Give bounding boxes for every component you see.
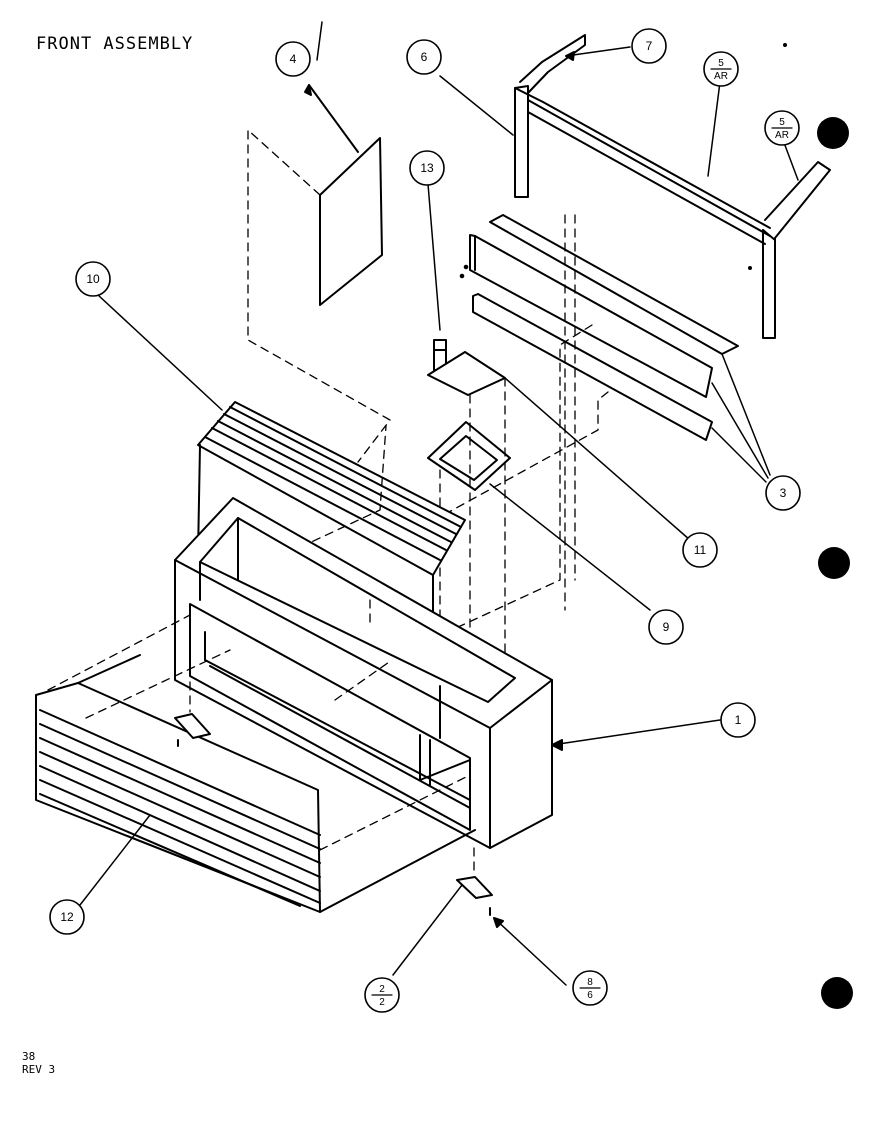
callout-1: 1 — [735, 713, 742, 727]
callout-5-bottom: AR — [714, 71, 728, 82]
callout-10: 10 — [86, 272, 100, 286]
registration-dot — [817, 117, 849, 149]
callout-7: 7 — [646, 39, 653, 53]
callout-fraction-bars — [371, 68, 793, 996]
callout-3: 3 — [780, 486, 787, 500]
trim-strips-part-3 — [459, 214, 771, 483]
diagram-title: FRONT ASSEMBLY — [36, 34, 194, 54]
callout-13: 13 — [420, 161, 434, 175]
callout-labels: 4 6 7 5 AR 5 AR 13 10 3 11 9 1 12 2 2 8 … — [60, 39, 789, 1008]
callout-9: 9 — [663, 620, 670, 634]
registration-dot — [821, 977, 853, 1009]
registration-marks — [817, 117, 853, 1009]
callout-5-top: 5 — [718, 58, 724, 69]
bracket-and-cover-parts-9-11-13 — [379, 183, 691, 701]
callout-2-top: 2 — [379, 984, 385, 995]
callout-12: 12 — [60, 910, 74, 924]
callout-11: 11 — [694, 543, 707, 557]
upper-frame-parts-5-6-7 — [439, 34, 831, 339]
callout-circles — [49, 28, 801, 1013]
mounting-clips-parts-2-8 — [174, 639, 567, 986]
footer-page-number: 38 — [22, 1050, 36, 1063]
front-grille-part-12 — [35, 614, 476, 913]
callout-5b-bottom: AR — [775, 130, 789, 141]
callout-8-bottom: 6 — [587, 990, 593, 1001]
side-panel-part-4 — [247, 21, 391, 463]
cabinet-part-1 — [174, 497, 721, 849]
registration-dot — [818, 547, 850, 579]
footer-revision: REV 3 — [22, 1063, 56, 1076]
top-grille-part-10 — [97, 294, 466, 613]
callout-6: 6 — [421, 50, 428, 64]
callout-8-top: 8 — [587, 977, 593, 988]
callout-4: 4 — [290, 52, 297, 66]
callout-2-bottom: 2 — [379, 997, 385, 1008]
callout-5b-top: 5 — [779, 117, 785, 128]
